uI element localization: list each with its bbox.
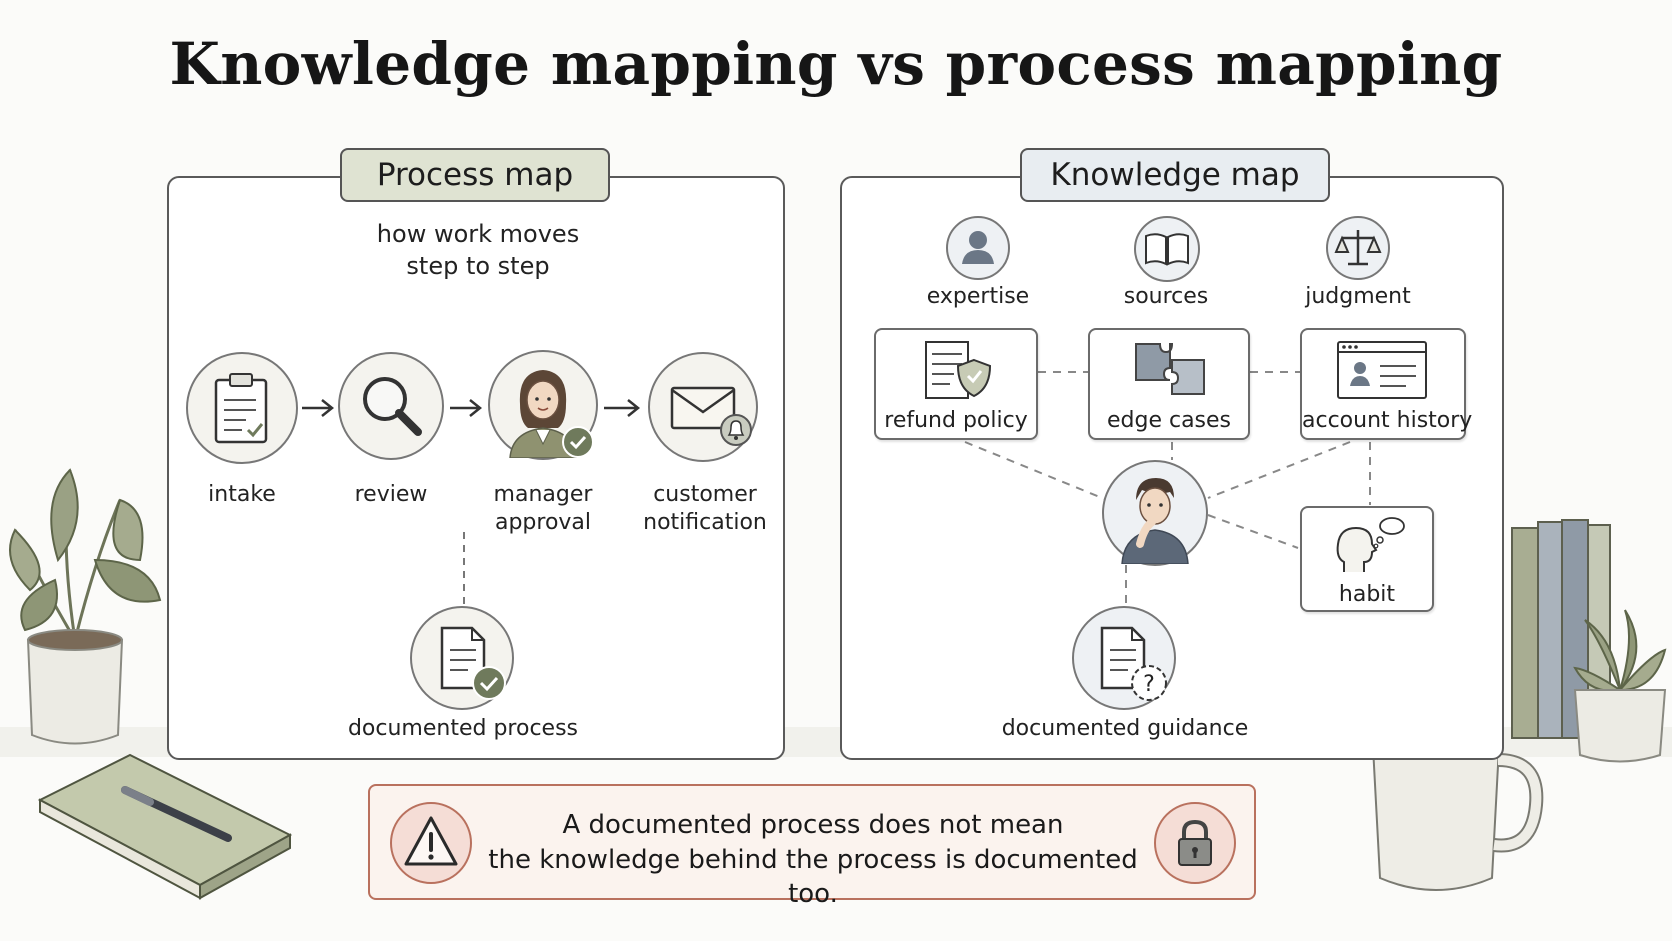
account-history-box: account history [1300, 328, 1473, 440]
manager-icon [509, 370, 577, 459]
intake-circle [186, 352, 298, 464]
sources-label: sources [1123, 284, 1209, 309]
warning-callout [368, 784, 1256, 900]
process-subtitle-line2: step to step [406, 252, 550, 280]
plant-right-icon [1573, 609, 1667, 763]
document-check-badge-icon [472, 666, 506, 700]
center-person-circle [1102, 460, 1208, 566]
notebook-icon [37, 753, 293, 900]
book-icon [1145, 233, 1189, 266]
thinking-person-icon [1121, 478, 1189, 565]
warning-line2: the knowledge behind the process is docu… [488, 845, 1138, 909]
thinking-head-icon [1336, 517, 1405, 572]
step-label-notification: notification [643, 510, 767, 535]
svg-text:?: ? [1143, 672, 1155, 697]
process-arrows [302, 399, 641, 417]
approval-check-badge-icon [562, 426, 594, 458]
expertise-label: expertise [926, 284, 1030, 309]
expertise-circle [946, 216, 1010, 280]
envelope-icon [670, 386, 736, 430]
edge-cases-label: edge cases [1106, 408, 1232, 433]
habit-label: habit [1338, 582, 1396, 607]
process-map-tab: Process map [340, 148, 610, 202]
document-check-icon [440, 626, 486, 690]
policy-shield-icon [925, 341, 992, 399]
document-question-icon [1100, 626, 1146, 690]
process-subtitle-line1: how work moves [376, 220, 580, 248]
step-label-review: review [354, 482, 428, 507]
step-label-manager: manager [493, 482, 593, 507]
review-circle [338, 352, 444, 460]
refund-policy-box: refund policy [874, 328, 1038, 440]
documented-process-label: documented process [347, 716, 579, 741]
question-badge-icon: ? [1131, 665, 1167, 701]
judgment-label: judgment [1305, 284, 1411, 309]
padlock-icon [1178, 819, 1212, 866]
knowledge-map-tab: Knowledge map [1020, 148, 1330, 202]
person-icon [962, 231, 994, 264]
account-window-icon [1337, 341, 1427, 399]
scales-icon [1334, 230, 1382, 266]
sources-circle [1134, 216, 1200, 282]
step-label-customer: customer [653, 482, 757, 507]
judgment-circle [1326, 216, 1390, 280]
account-history-label: account history [1302, 408, 1473, 433]
documented-guidance-label: documented guidance [1001, 716, 1249, 741]
magnifier-icon [363, 377, 422, 436]
edge-cases-box: edge cases [1088, 328, 1250, 440]
puzzle-icon [1135, 343, 1205, 395]
knowledge-dashed-links [964, 371, 1371, 608]
warning-circle [390, 802, 472, 884]
padlock-circle [1154, 802, 1236, 884]
warning-icon [404, 816, 458, 866]
habit-box: habit [1300, 506, 1434, 612]
documented-process-circle [410, 606, 514, 710]
step-label-intake: intake [208, 482, 276, 507]
warning-line1: A documented process does not mean [562, 810, 1064, 840]
plant-left-icon [9, 468, 162, 745]
clipboard-icon [214, 373, 268, 444]
refund-policy-label: refund policy [884, 408, 1028, 433]
bell-badge-icon [720, 414, 752, 446]
step-label-approval: approval [494, 510, 592, 535]
page-title: Knowledge mapping vs process mapping [169, 30, 1503, 98]
